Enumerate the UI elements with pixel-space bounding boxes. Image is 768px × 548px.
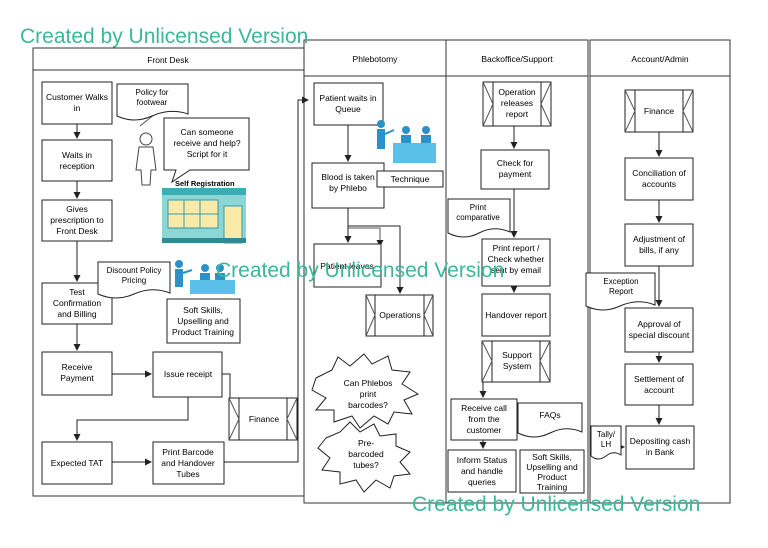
label-finance-front-desk: Finance xyxy=(249,414,280,424)
watermark-top: Created by Unlicensed Version xyxy=(20,25,309,48)
backoffice-connectors xyxy=(479,126,518,449)
process-issue-receipt: Issue receipt xyxy=(152,351,223,398)
label-patient-leaves: Patient leaves xyxy=(320,261,373,271)
lane-title-account: Account/Admin xyxy=(631,54,688,64)
staff-desk-icon-front xyxy=(175,260,235,294)
document-faqs: FAQs xyxy=(517,402,583,438)
label-handover-report: Handover report xyxy=(485,310,547,320)
storefront-icon: Self Registration xyxy=(162,179,246,244)
subprocess-operations: Operations xyxy=(365,294,434,337)
label-finance-account: Finance xyxy=(644,106,675,116)
document-tally: Tally/LH xyxy=(590,425,622,460)
process-patient-leaves: Patient leaves xyxy=(313,243,382,288)
label-faqs: FAQs xyxy=(539,410,560,420)
subprocess-finance-account: Finance xyxy=(624,89,694,133)
phlebotomy-connectors xyxy=(344,125,404,294)
lane-title-phlebotomy: Phlebotomy xyxy=(353,54,399,64)
account-connectors xyxy=(618,132,663,451)
watermark-bottom: Created by Unlicensed Version xyxy=(412,493,701,516)
subprocess-finance-front-desk: Finance xyxy=(228,397,298,441)
note-technique: Technique xyxy=(376,170,444,188)
process-handover-report: Handover report xyxy=(481,293,551,337)
staff-desk-icon-phlebo xyxy=(377,120,436,163)
label-self-registration: Self Registration xyxy=(175,179,235,188)
label-issue-receipt: Issue receipt xyxy=(164,369,213,379)
process-expected-tat: Expected TAT xyxy=(41,441,113,485)
label-tally: Tally/LH xyxy=(597,430,616,449)
lane-title-backoffice: Backoffice/Support xyxy=(481,54,553,64)
person-icon xyxy=(135,132,157,186)
lane-title-front-desk: Front Desk xyxy=(147,55,189,65)
label-operations: Operations xyxy=(379,310,421,320)
watermark-middle: Created by Unlicensed Version xyxy=(216,259,505,282)
label-expected-tat: Expected TAT xyxy=(51,458,103,468)
label-technique: Technique xyxy=(391,174,430,184)
